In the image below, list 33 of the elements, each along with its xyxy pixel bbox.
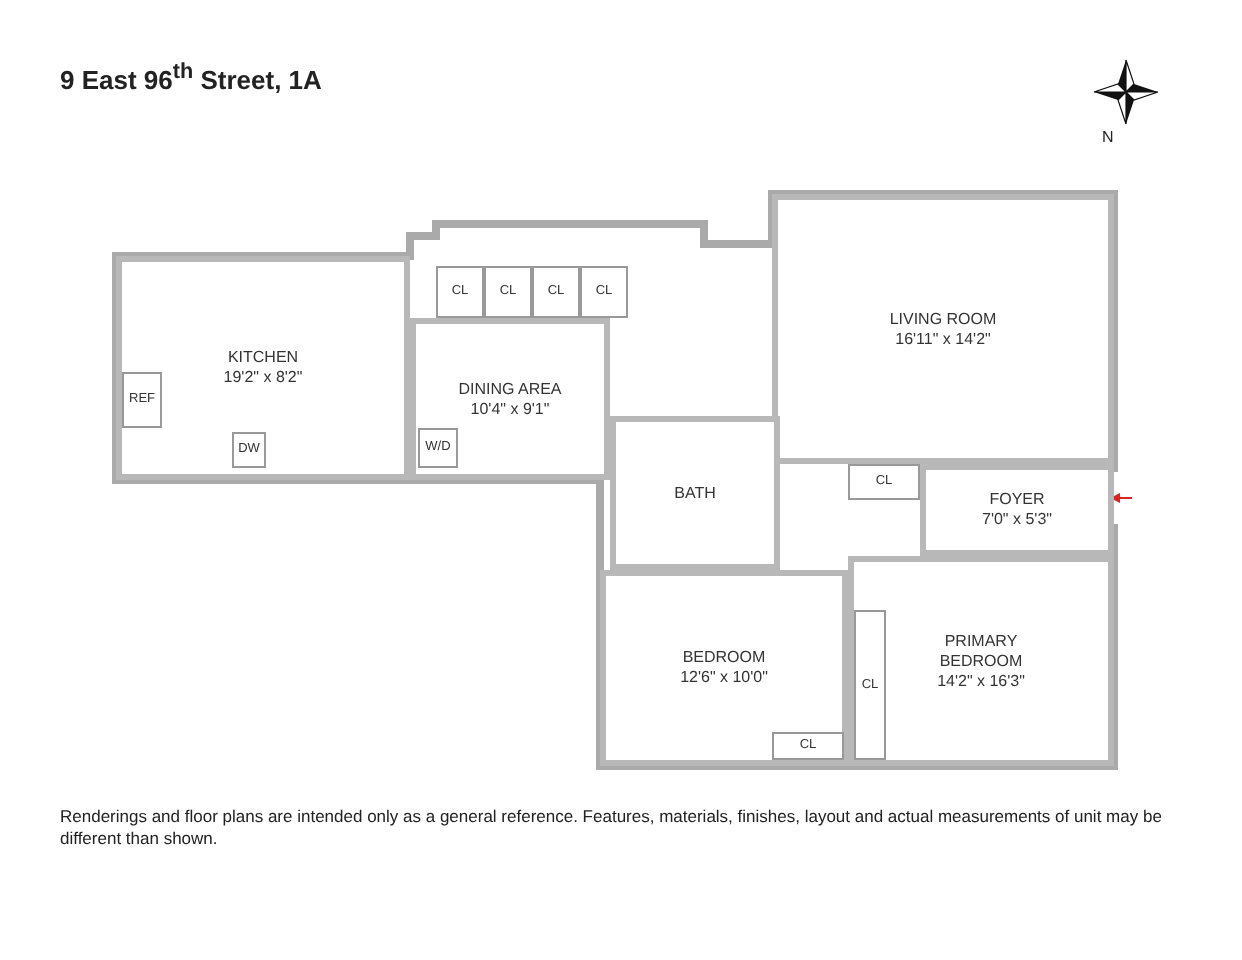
room-outline bbox=[610, 416, 780, 570]
closet-outline bbox=[484, 266, 532, 318]
closet-outline bbox=[436, 266, 484, 318]
closet-outline bbox=[580, 266, 628, 318]
disclaimer-note: Renderings and floor plans are intended only as a general reference. Features, materials, finishes, layout and actual measurements of unit may be different than shown. bbox=[60, 806, 1164, 850]
room-outline bbox=[848, 556, 1114, 766]
room-outline bbox=[772, 194, 1114, 464]
compass-north-label: N bbox=[1102, 128, 1114, 146]
room-label: DINING AREA bbox=[458, 379, 562, 399]
refrigerator-outline bbox=[122, 372, 162, 428]
room-label: BEDROOM bbox=[682, 648, 766, 668]
room-outline bbox=[920, 464, 1114, 556]
title: 9 East 96$^{th}$ Street, 1A bbox=[60, 60, 322, 95]
room-label: PRIMARY BEDROOM bbox=[937, 631, 1025, 671]
room-outline bbox=[600, 570, 848, 766]
room-dimensions: 16'11" x 14'2" bbox=[895, 329, 991, 349]
room-dimensions: 14'2" x 16'3" bbox=[937, 671, 1025, 691]
room-outline bbox=[410, 318, 610, 480]
room-dimensions: 10'4" x 9'1" bbox=[470, 399, 550, 419]
room-dimensions: 7'0" x 5'3" bbox=[982, 510, 1052, 530]
room-outline bbox=[116, 256, 410, 480]
closet-outline bbox=[772, 732, 844, 760]
room-label: LIVING ROOM bbox=[889, 309, 997, 329]
closet-outline bbox=[854, 610, 886, 760]
washer-dryer-outline bbox=[418, 428, 458, 468]
room-label: KITCHEN bbox=[227, 348, 299, 368]
room-label: FOYER bbox=[989, 490, 1045, 510]
room-dimensions: 12'6" x 10'0" bbox=[680, 668, 768, 688]
closet-outline bbox=[848, 464, 920, 500]
dishwasher-outline bbox=[232, 432, 266, 468]
room-dimensions: 19'2" x 8'2" bbox=[223, 368, 303, 388]
closet-outline bbox=[532, 266, 580, 318]
room-label: BATH bbox=[674, 483, 716, 503]
